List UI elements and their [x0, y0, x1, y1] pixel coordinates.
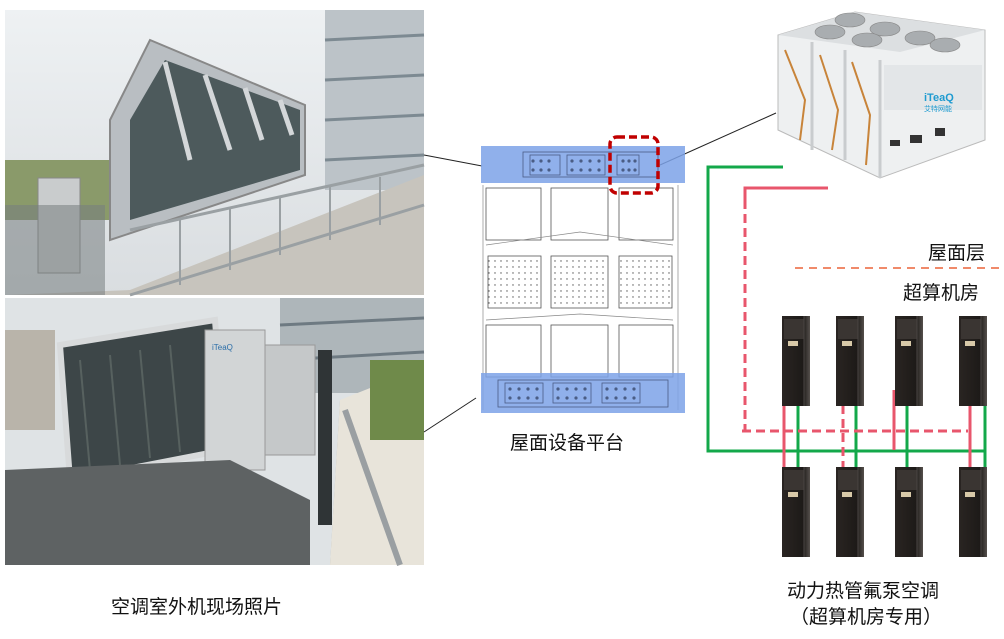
liquid-pipe	[742, 186, 972, 468]
indoor-cabinet	[959, 467, 987, 557]
site-photo-bottom: iTeaQ	[5, 298, 425, 567]
indoor-caption-line1: 动力热管氟泵空调	[787, 580, 940, 602]
photos-caption: 空调室外机现场照片	[111, 596, 283, 618]
indoor-cabinet	[782, 467, 810, 557]
plan-caption: 屋面设备平台	[510, 432, 625, 454]
gas-pipe	[706, 165, 987, 468]
indoor-cabinet	[782, 316, 810, 406]
selected-unit-box	[608, 135, 660, 195]
photo-unit-logo: iTeaQ	[212, 343, 233, 352]
roof-level-label: 屋面层	[928, 242, 986, 264]
indoor-cabinet	[959, 316, 987, 406]
unit-logo: iTeaQ	[924, 92, 954, 104]
indoor-cabinet	[836, 316, 864, 406]
server-room-label: 超算机房	[903, 282, 980, 304]
indoor-cabinet	[836, 467, 864, 557]
indoor-units	[782, 316, 987, 557]
indoor-caption-line2: （超算机房专用）	[790, 606, 943, 628]
outdoor-unit	[777, 11, 986, 179]
roof-plan	[481, 135, 685, 413]
indoor-cabinet	[895, 316, 923, 406]
indoor-cabinet	[895, 467, 923, 557]
unit-logo-cn: 艾特网能	[924, 105, 952, 113]
site-photo-top	[5, 10, 425, 297]
plan-highlight-top	[481, 146, 685, 183]
